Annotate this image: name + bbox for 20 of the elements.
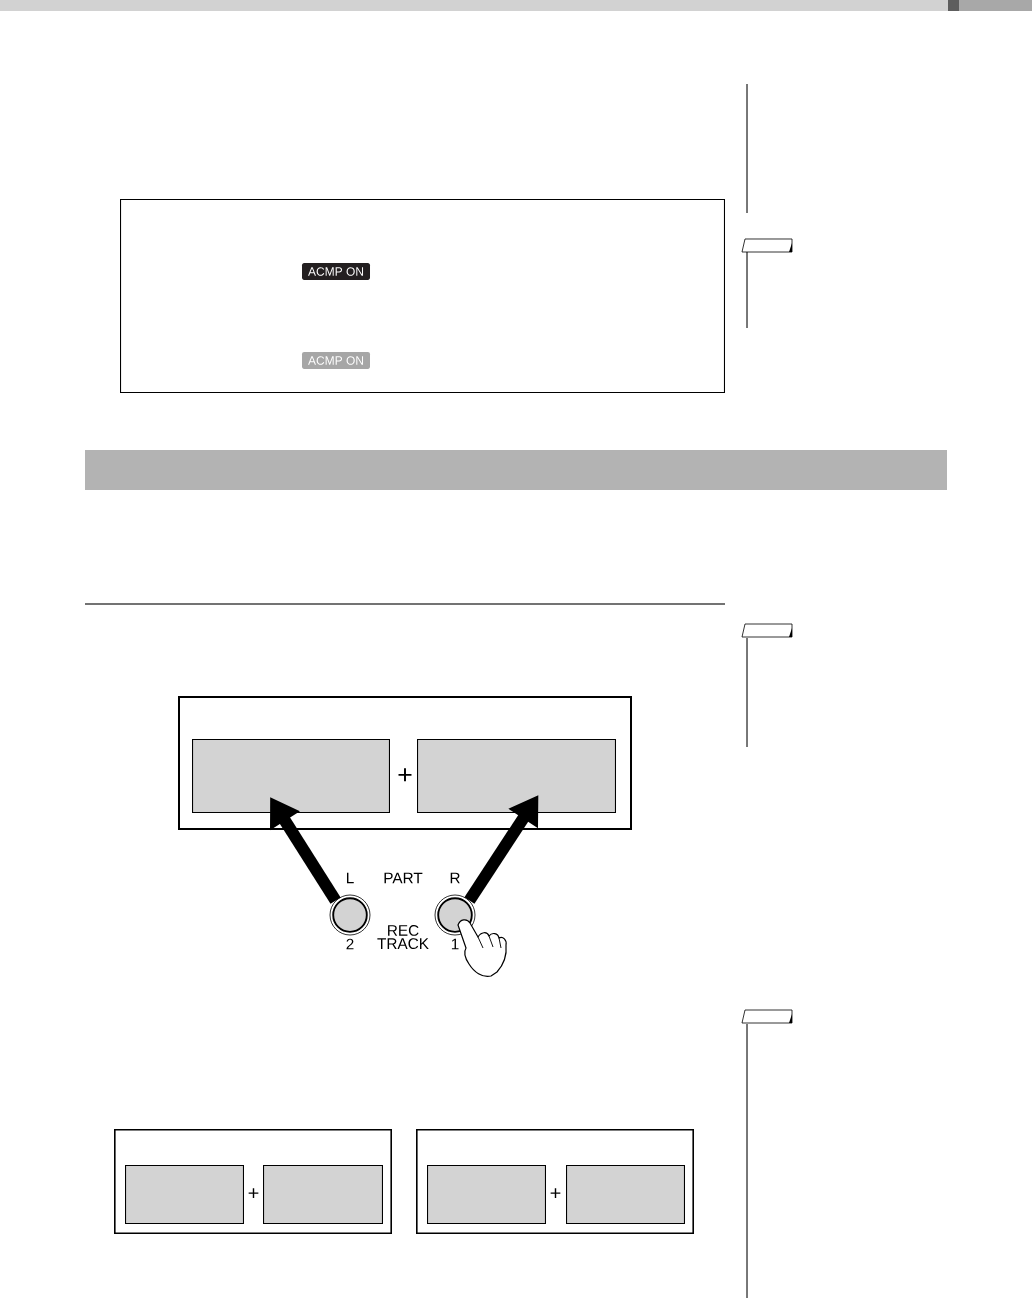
indicator-badge: ACMP ON: [302, 263, 370, 280]
plus-sign: +: [398, 768, 412, 782]
display-area: [427, 1165, 546, 1224]
button-label: R: [450, 872, 460, 884]
panel-label: REC TRACK: [377, 925, 429, 950]
indicator-badge: ACMP ON: [302, 352, 370, 369]
button-label: 1: [451, 938, 459, 950]
button: [329, 894, 371, 936]
plus-sign: +: [550, 1188, 561, 1199]
display-area: [192, 739, 390, 813]
display-area: [566, 1165, 685, 1224]
display-area: [125, 1165, 244, 1224]
frame-box: [120, 199, 725, 393]
display-area: [417, 739, 616, 813]
display-area: [263, 1165, 383, 1224]
button-label: L: [347, 872, 354, 884]
heading-band: [85, 450, 947, 490]
plus-sign: +: [248, 1188, 259, 1199]
panel-label: PART: [384, 872, 423, 884]
button-label: 2: [346, 938, 354, 950]
